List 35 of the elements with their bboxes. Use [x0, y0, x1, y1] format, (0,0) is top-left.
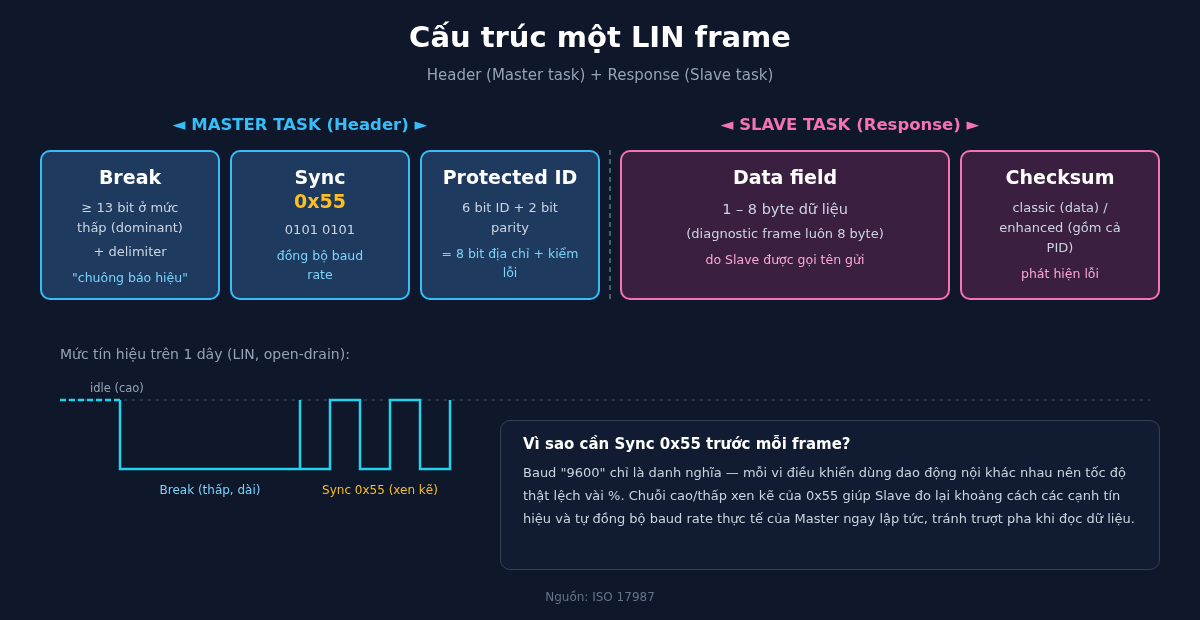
box-text: (diagnostic frame luôn 8 byte)	[686, 225, 884, 243]
diagram-title: Cấu trúc một LIN frame	[408, 20, 792, 54]
note-paragraph: Baud "9600" chỉ là danh nghĩa — mỗi vi điều khiển dùng dao động nội khác nhau nên tốc độ thật lệch vài %. Chuỗi cao/thấp xen kẽ của 0x55 giúp Slave đo lại khoảng cách các cạnh tín hiệu và tự đồng bộ baud rate thực tế của Master ngay lập tức, tránh trượt pha khi đọc dữ liệu.	[523, 464, 1136, 528]
header-field-box	[420, 150, 600, 300]
source-note: Nguồn: ISO 17987	[544, 590, 656, 604]
section-heading: ◄ MASTER TASK (Header) ►	[171, 115, 429, 134]
box-text: classic (data) / enhanced (gồm cả PID)	[998, 199, 1122, 257]
box-text: ≥ 13 bit ở mức thấp (dominant)	[76, 199, 184, 237]
waveform-label: Break (thấp, dài)	[158, 483, 262, 497]
note-heading: Vì sao cần Sync 0x55 trước mỗi frame?	[523, 435, 851, 453]
info-panel	[500, 420, 1160, 570]
box-title: Protected ID	[442, 166, 578, 188]
box-note: đồng bộ baud rate	[275, 247, 365, 284]
waveform-label: Sync 0x55 (xen kẽ)	[321, 483, 439, 497]
header-field-box	[40, 150, 220, 300]
box-note: phát hiện lỗi	[1021, 265, 1099, 283]
box-text: 1 – 8 byte dữ liệu	[722, 200, 848, 219]
box-text: 0101 0101	[284, 221, 356, 239]
box-note: "chuông báo hiệu"	[72, 269, 188, 287]
subtitle: Header (Master task) + Response (Slave task)	[425, 66, 775, 84]
box-text: + delimiter	[93, 243, 167, 261]
box-title: Break	[98, 166, 162, 188]
hex-value: 0x55	[294, 190, 346, 212]
box-note: = 8 bit địa chỉ + kiểm lỗi	[440, 245, 580, 282]
header-field-box	[230, 150, 410, 300]
chart-caption: Mức tín hiệu trên 1 dây (LIN, open-drain):	[60, 346, 351, 362]
section-heading: ◄ SLAVE TASK (Response) ►	[719, 115, 981, 134]
response-field-box	[620, 150, 950, 300]
box-title: Sync	[294, 166, 346, 188]
box-text: 6 bit ID + 2 bit parity	[461, 199, 559, 237]
level-label: idle (cao)	[90, 381, 145, 395]
box-title: Data field	[732, 166, 838, 188]
box-note: do Slave được gọi tên gửi	[705, 251, 865, 269]
box-title: Checksum	[1005, 166, 1115, 188]
response-field-box	[960, 150, 1160, 300]
